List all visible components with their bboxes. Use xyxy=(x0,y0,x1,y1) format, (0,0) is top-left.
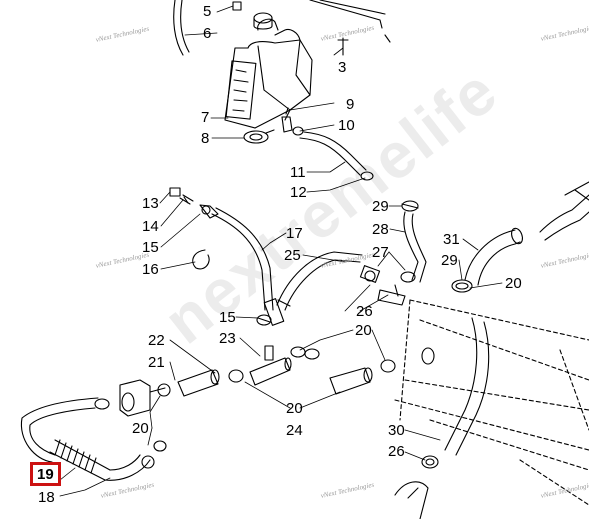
t-fitting xyxy=(263,298,291,326)
clamp-pair-left xyxy=(94,383,171,410)
callout-25: 25 xyxy=(284,247,301,264)
outlet-pipe xyxy=(539,181,589,241)
callout-30: 30 xyxy=(388,422,405,439)
clamp-27 xyxy=(400,271,416,283)
callout-3: 3 xyxy=(338,59,347,76)
callout-12: 12 xyxy=(290,184,307,201)
callout-31: 31 xyxy=(443,231,460,248)
bolt-3 xyxy=(337,37,349,56)
hose-31 xyxy=(464,227,523,286)
callout-28: 28 xyxy=(372,221,389,238)
leader-lines xyxy=(59,5,503,497)
hose-17 xyxy=(211,207,274,311)
fitting-9 xyxy=(281,107,293,133)
ring-16 xyxy=(192,249,210,270)
callout-20: 20 xyxy=(132,420,149,437)
callout-15: 15 xyxy=(142,239,159,256)
callout-10: 10 xyxy=(338,117,355,134)
fitting-26 xyxy=(377,284,406,306)
callout-20: 20 xyxy=(286,400,303,417)
plate-fitting xyxy=(421,347,435,365)
t-pipe-23 xyxy=(249,345,292,386)
clamp-26-bottom xyxy=(421,455,439,469)
callout-20: 20 xyxy=(505,275,522,292)
clamp-29-right xyxy=(451,279,473,293)
hose-30 xyxy=(444,317,490,456)
hose-28 xyxy=(403,211,427,283)
callout-26: 26 xyxy=(388,443,405,460)
callout-15: 15 xyxy=(219,309,236,326)
thermostat-housing-21 xyxy=(119,379,166,417)
clamp-12 xyxy=(360,171,374,181)
callout-27: 27 xyxy=(372,244,389,261)
hose-6 xyxy=(173,0,190,56)
coolant-reservoir xyxy=(224,12,313,129)
pipe-24 xyxy=(329,367,373,395)
hose-22 xyxy=(177,369,220,397)
callout-13: 13 xyxy=(142,195,159,212)
callout-14: 14 xyxy=(142,218,159,235)
frame-top xyxy=(309,0,391,43)
callout-18: 18 xyxy=(38,489,55,506)
callout-26: 26 xyxy=(356,303,373,320)
frame-plate xyxy=(394,299,589,506)
callout-17: 17 xyxy=(286,225,303,242)
clamp-pair-center xyxy=(290,346,320,360)
clamp-20-left xyxy=(228,369,244,383)
bottom-fitting xyxy=(394,481,429,519)
callout-21: 21 xyxy=(148,354,165,371)
clamp-10 xyxy=(292,126,304,136)
clamp-5 xyxy=(232,1,242,11)
callout-24: 24 xyxy=(286,422,303,439)
callout-6: 6 xyxy=(203,25,212,42)
clamp-pair-bottom xyxy=(141,440,167,469)
callout-22: 22 xyxy=(148,332,165,349)
callout-9: 9 xyxy=(346,96,355,113)
clamp-20-right xyxy=(380,359,396,373)
callout-5: 5 xyxy=(203,3,212,20)
callout-11: 11 xyxy=(290,164,306,181)
callout-20: 20 xyxy=(355,322,372,339)
callout-7: 7 xyxy=(201,109,210,126)
callout-16: 16 xyxy=(142,261,159,278)
highlight-box xyxy=(30,462,61,486)
callout-19: 19 xyxy=(37,466,54,483)
bellows-hose-19 xyxy=(20,397,151,481)
callout-29: 29 xyxy=(441,252,458,269)
callout-23: 23 xyxy=(219,330,236,347)
fitting-top-left xyxy=(199,204,219,219)
callout-29: 29 xyxy=(372,198,389,215)
clamp-8 xyxy=(243,129,275,144)
hose-11 xyxy=(299,131,367,176)
clamp-29-top xyxy=(401,200,419,212)
callout-8: 8 xyxy=(201,130,210,147)
fitting-27 xyxy=(359,265,381,283)
